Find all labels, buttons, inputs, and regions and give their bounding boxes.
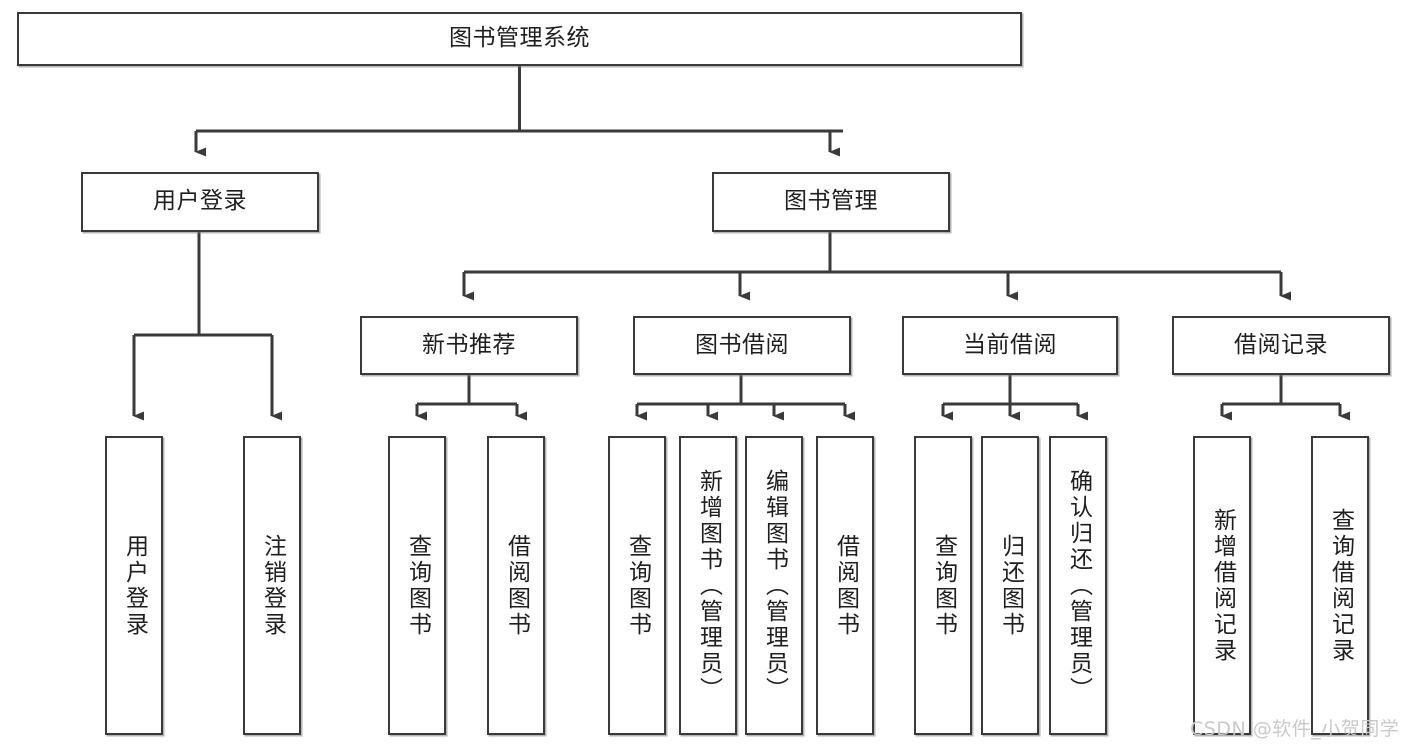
node-label: 新增借阅记录: [1209, 507, 1236, 664]
node-label: 用户登录: [121, 533, 148, 638]
node-label: 新增图书（管理员）: [695, 468, 722, 703]
node-book-management[interactable]: 图书管理: [712, 172, 950, 232]
node-label: 查询图书: [930, 533, 957, 638]
node-leaf-borrow-borrow-book[interactable]: 借阅图书: [816, 436, 874, 735]
node-leaf-record-add[interactable]: 新增借阅记录: [1193, 436, 1251, 735]
node-label: 图书借阅: [695, 331, 789, 358]
node-leaf-recommend-borrow-book[interactable]: 借阅图书: [487, 436, 545, 735]
node-label: 归还图书: [997, 533, 1024, 638]
node-label: 查询借阅记录: [1327, 507, 1354, 664]
node-label: 借阅记录: [1234, 331, 1328, 358]
node-leaf-borrow-edit-book-admin[interactable]: 编辑图书（管理员）: [745, 436, 803, 735]
node-leaf-borrow-add-book-admin[interactable]: 新增图书（管理员）: [679, 436, 737, 735]
node-leaf-borrow-query-book[interactable]: 查询图书: [608, 436, 666, 735]
node-leaf-current-confirm-return-admin[interactable]: 确认归还（管理员）: [1049, 436, 1107, 735]
node-label: 图书管理: [784, 188, 878, 215]
node-label: 注销登录: [259, 533, 286, 638]
node-leaf-current-return-book[interactable]: 归还图书: [981, 436, 1039, 735]
node-root-book-management-system[interactable]: 图书管理系统: [17, 12, 1022, 66]
node-label: 新书推荐: [422, 331, 516, 358]
node-leaf-user-logout[interactable]: 注销登录: [243, 436, 301, 735]
node-leaf-recommend-query-book[interactable]: 查询图书: [388, 436, 446, 735]
node-new-book-recommend[interactable]: 新书推荐: [360, 316, 578, 375]
node-book-borrow[interactable]: 图书借阅: [633, 316, 851, 375]
node-label: 查询图书: [624, 533, 651, 638]
node-label: 借阅图书: [503, 533, 530, 638]
node-leaf-current-query-book[interactable]: 查询图书: [914, 436, 972, 735]
node-label: 当前借阅: [963, 331, 1057, 358]
node-borrow-record[interactable]: 借阅记录: [1172, 316, 1390, 375]
node-user-login[interactable]: 用户登录: [81, 172, 319, 232]
node-label: 借阅图书: [832, 533, 859, 638]
node-leaf-record-query[interactable]: 查询借阅记录: [1311, 436, 1369, 735]
node-label: 编辑图书（管理员）: [761, 468, 788, 703]
node-current-borrow[interactable]: 当前借阅: [902, 316, 1118, 375]
node-label: 用户登录: [153, 188, 247, 215]
node-leaf-user-login-do[interactable]: 用户登录: [105, 436, 163, 735]
node-label: 图书管理系统: [449, 25, 590, 52]
node-label: 查询图书: [404, 533, 431, 638]
node-label: 确认归还（管理员）: [1065, 468, 1092, 703]
